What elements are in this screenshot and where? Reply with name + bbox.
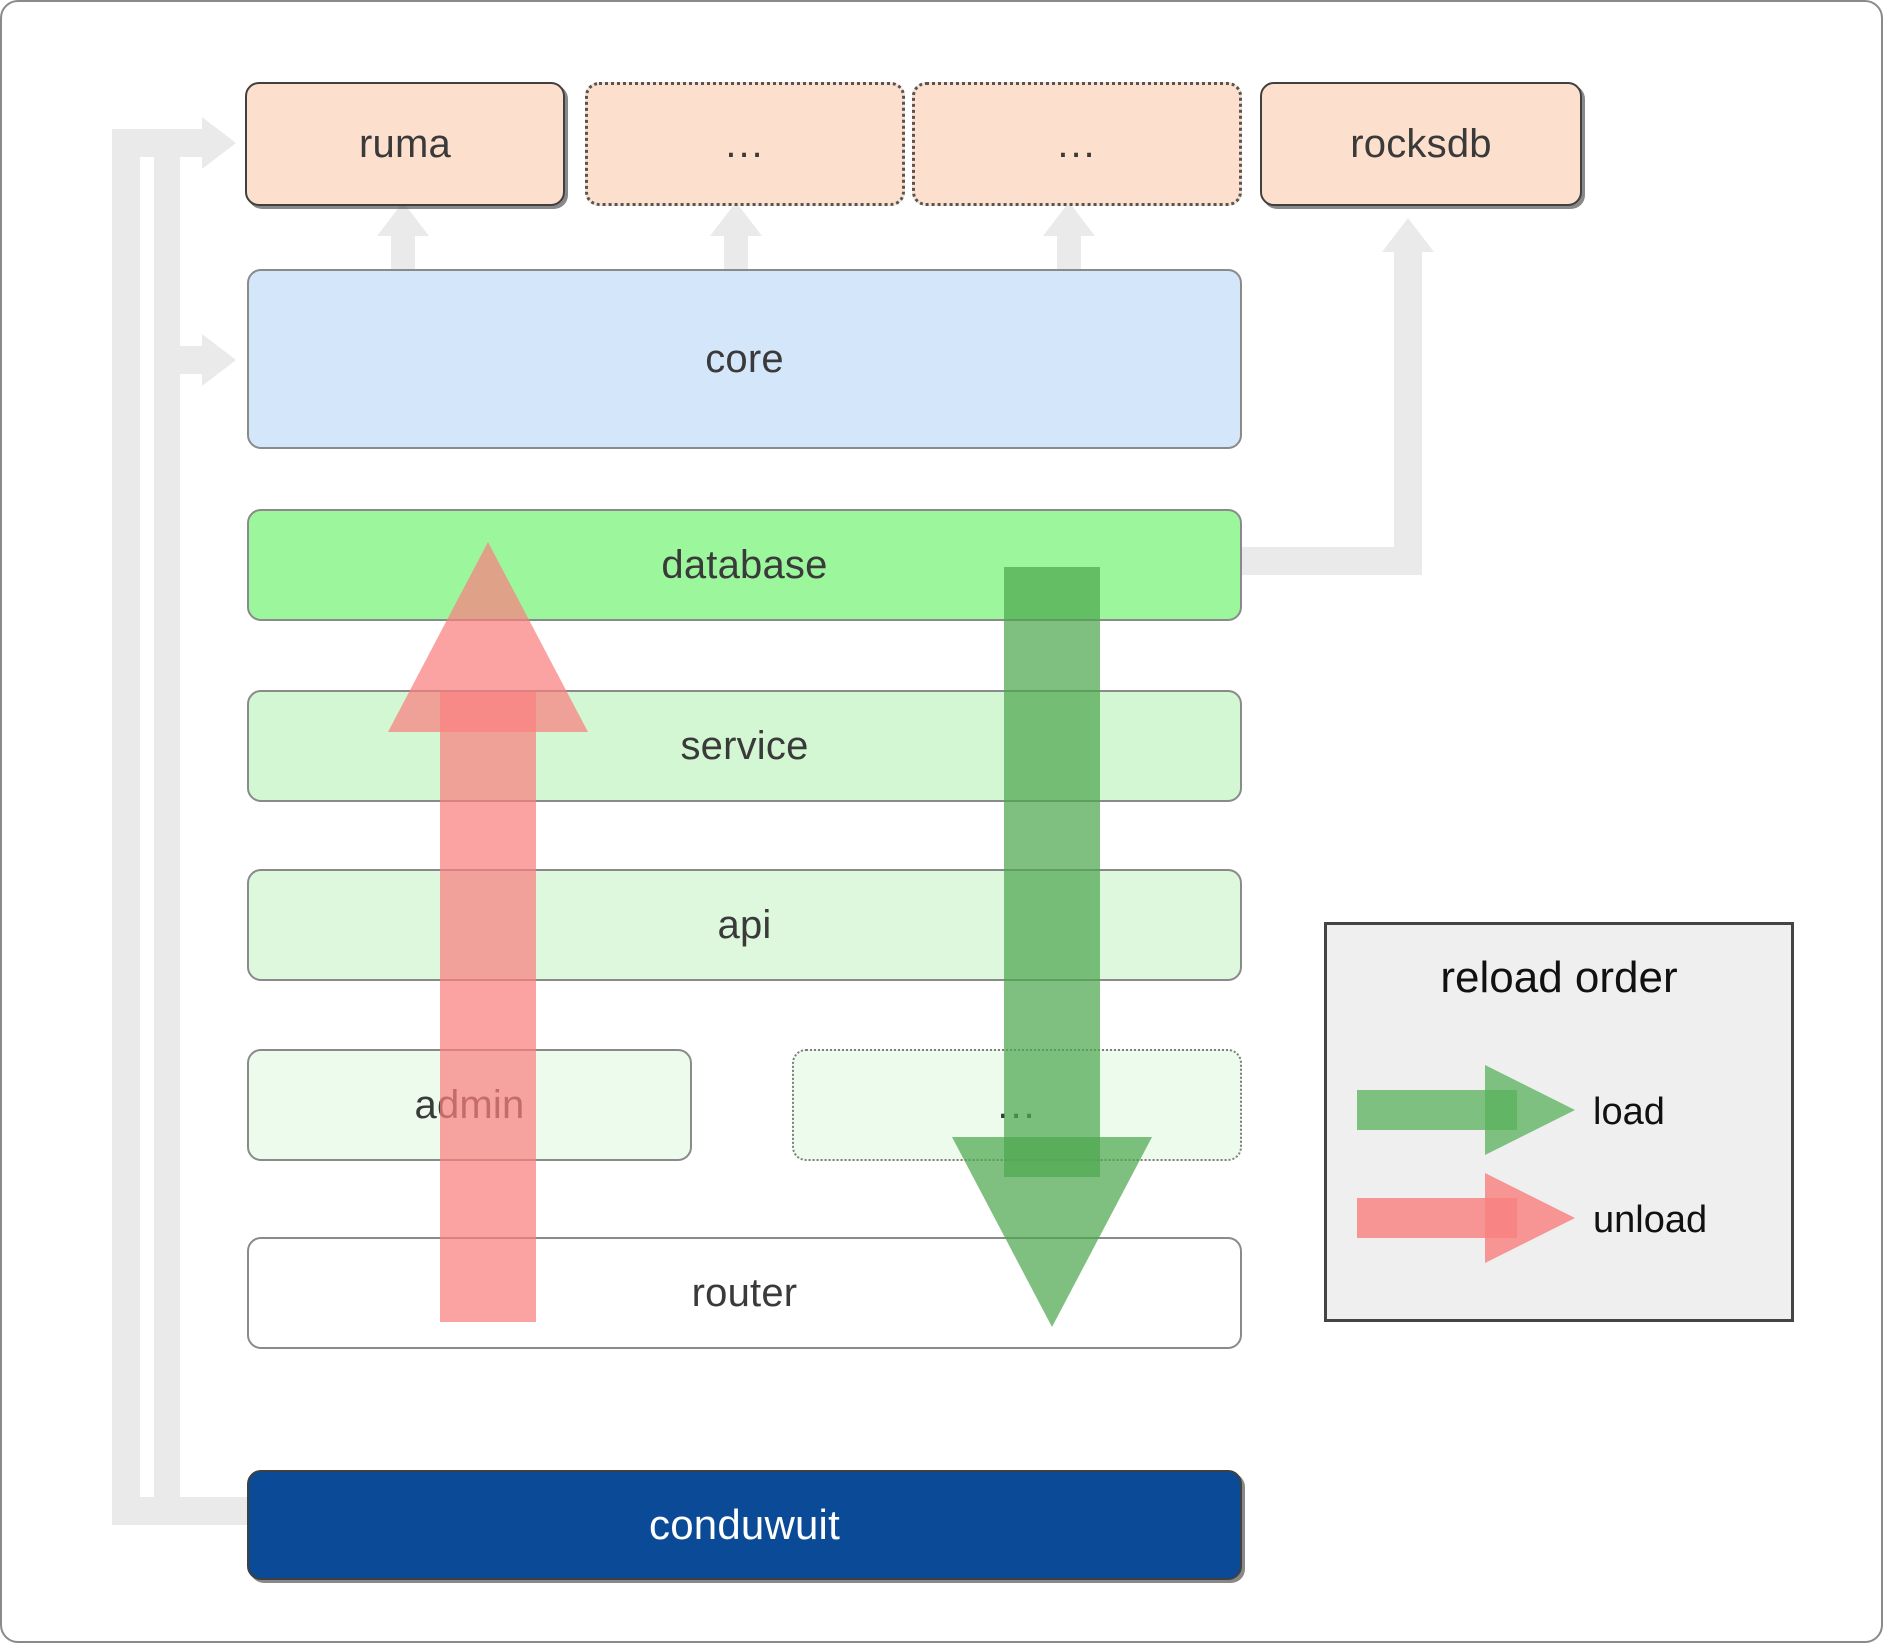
layer-label: core [705,336,784,381]
connector-core-to-dots1-arrow [710,202,762,236]
connector-to-core-arrow [202,334,236,386]
layer-label: router [691,1270,798,1315]
connector-core-to-dots2-arrow [1043,202,1095,236]
root-label: conduwuit [649,1501,840,1548]
dep-box-ellipsis-2[interactable]: ... [912,82,1242,206]
connector-db-to-rocksdb-h [1232,547,1422,575]
layer-label: database [661,542,828,587]
connector-to-ruma-line [112,129,209,157]
connector-db-to-rocksdb-arrow [1382,218,1434,252]
dep-box-rocksdb[interactable]: rocksdb [1260,82,1582,206]
dep-box-ellipsis-1[interactable]: ... [585,82,905,206]
dep-label: ... [1057,122,1097,166]
legend-label: load [1593,1091,1665,1133]
legend-row-unload: unload [1357,1173,1707,1268]
connector-to-core-line [154,346,209,374]
load-flow-arrow [952,567,1152,1327]
load-arrow-icon [1357,1065,1575,1160]
dep-label: rocksdb [1350,121,1492,166]
layer-box-core[interactable]: core [247,269,1242,449]
connector-core-to-dots1-stem [724,232,748,272]
legend-panel: reload order load [1324,922,1794,1322]
connector-core-to-dots2-stem [1057,232,1081,272]
dep-label: ruma [359,121,451,166]
unload-arrow-icon [1357,1173,1575,1268]
dep-label: ... [725,122,765,166]
connector-trunk-outer [112,130,140,1525]
layer-label: service [680,723,809,768]
connector-to-ruma-arrow [202,117,236,169]
unload-flow-arrow [388,542,588,1322]
dep-box-ruma[interactable]: ruma [245,82,565,206]
root-box-conduwuit[interactable]: conduwuit [247,1470,1242,1580]
connector-core-to-ruma-arrow [377,202,429,236]
legend-label: unload [1593,1199,1708,1241]
legend-row-load: load [1357,1065,1665,1160]
layer-label: api [717,902,772,947]
connector-trunk-bottom [112,1497,257,1525]
legend-title: reload order [1440,953,1678,1002]
connector-db-to-rocksdb-v [1394,252,1422,562]
connector-core-to-ruma-stem [391,232,415,272]
